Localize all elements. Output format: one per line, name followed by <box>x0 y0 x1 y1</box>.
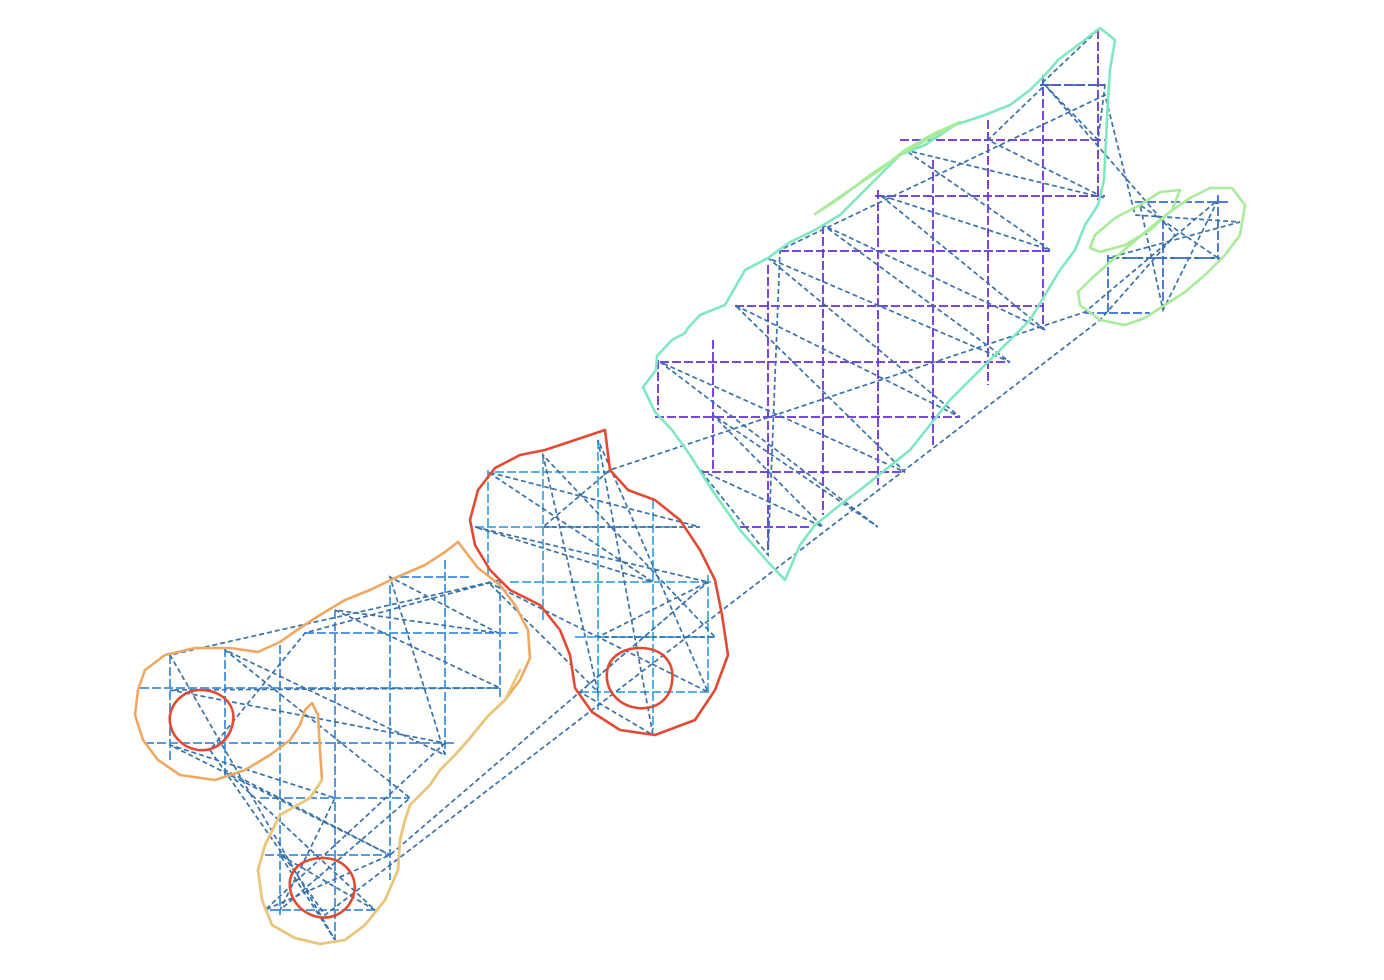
coverage-path-layer <box>168 29 1241 941</box>
region-outline-green-sliver <box>813 120 962 216</box>
region-outline-red-middle <box>468 428 730 737</box>
region-outline-red-circle-bottom <box>288 856 357 919</box>
coverage-path-line <box>168 29 1241 941</box>
sampling-grid-layer <box>140 30 1230 940</box>
region-outline-red-circle-left <box>168 688 235 752</box>
region-outline-yellow-lower <box>256 668 522 946</box>
region-outline-large-teal <box>641 26 1117 582</box>
region-outline-layer <box>133 26 1247 946</box>
region-outline-green-small <box>1088 188 1182 254</box>
region-outline-green-right <box>1076 186 1247 327</box>
region-outline-red-circle-middle <box>605 646 674 710</box>
